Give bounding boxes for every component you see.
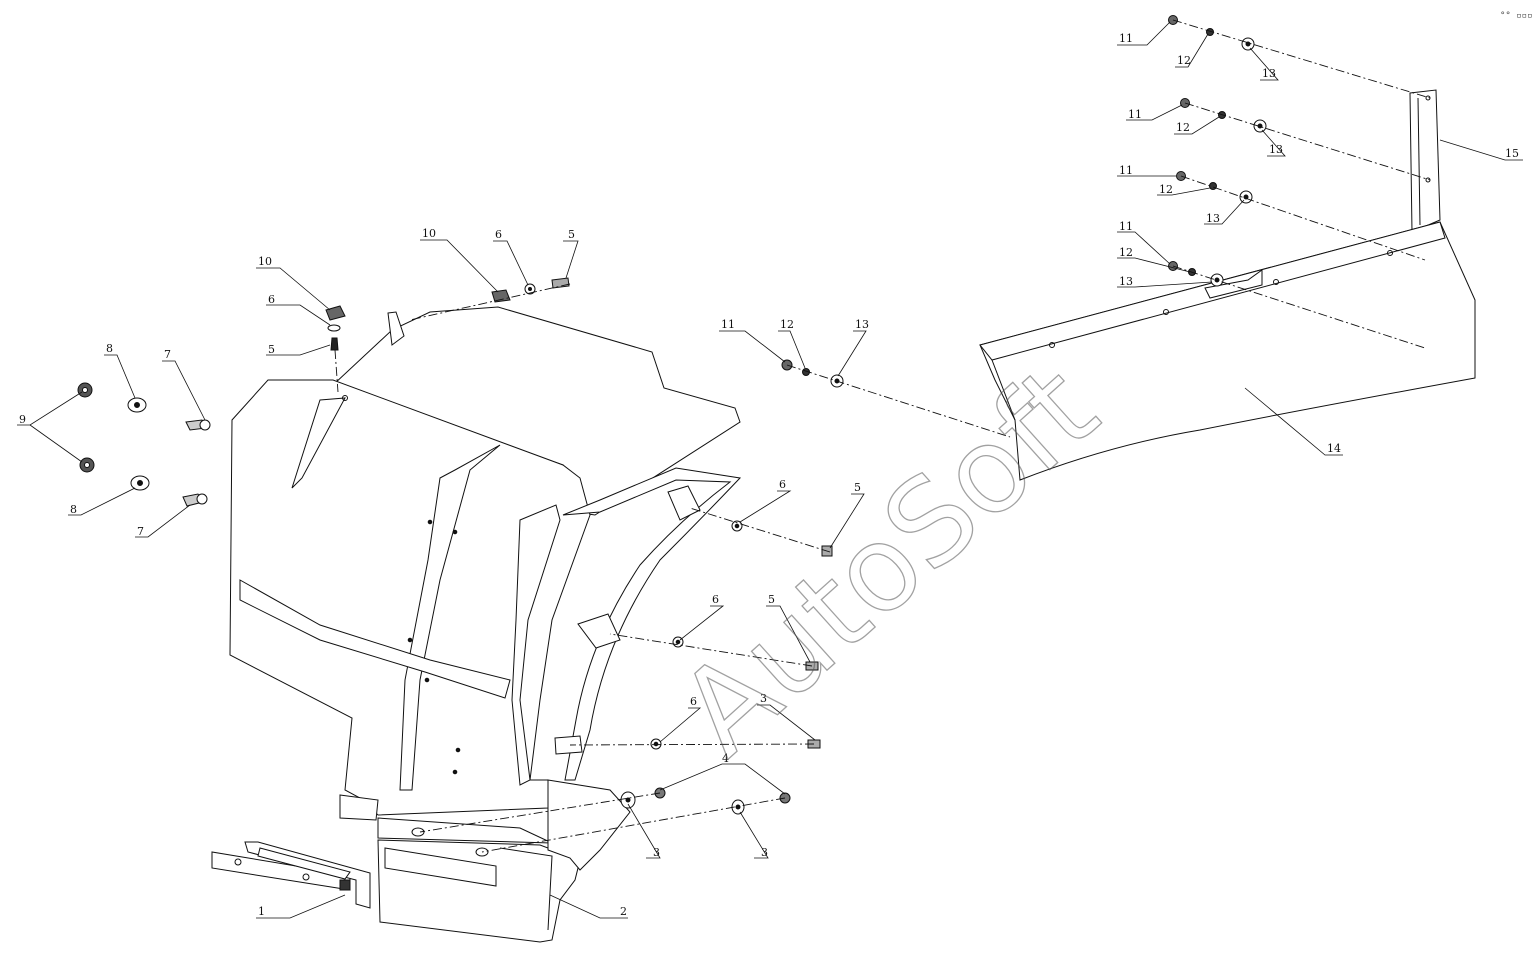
callout-label-c8b: 8: [70, 503, 77, 516]
part-bracket: [211, 841, 371, 909]
callout-label-c11a: 11: [721, 318, 735, 331]
part-fender-main: [229, 306, 742, 871]
callout-label-c5c: 5: [854, 481, 861, 494]
callout-label-c12e: 12: [1119, 246, 1133, 259]
callout-label-c10b: 10: [422, 227, 436, 240]
callout-label-c13d: 13: [1206, 212, 1220, 225]
callout-label-c3b: 3: [761, 846, 768, 859]
callout-label-c11e: 11: [1119, 220, 1133, 233]
callout-label-c12a: 12: [780, 318, 794, 331]
callout-label-c6d: 6: [712, 593, 719, 606]
callout-label-c3a: 3: [653, 846, 660, 859]
callout-label-c5d: 5: [768, 593, 775, 606]
callout-label-c7b: 7: [137, 525, 144, 538]
callout-label-c15: 15: [1505, 147, 1519, 160]
callout-label-c13a: 13: [855, 318, 869, 331]
callout-label-c6c: 6: [779, 478, 786, 491]
callout-label-c8a: 8: [106, 342, 113, 355]
callout-label-c11d: 11: [1119, 164, 1133, 177]
callout-label-c12d: 12: [1159, 183, 1173, 196]
callout-label-c14: 14: [1327, 442, 1341, 455]
callout-label-c7a: 7: [164, 348, 171, 361]
callout-label-c3c: 3: [760, 692, 767, 705]
callout-label-c13c: 13: [1269, 143, 1283, 156]
callout-label-c13b: 13: [1262, 67, 1276, 80]
callout-label-c5b: 5: [568, 228, 575, 241]
callout-label-c9: 9: [19, 413, 26, 426]
callout-label-c11b: 11: [1119, 32, 1133, 45]
callout-label-c2: 2: [620, 905, 627, 918]
part-vertical-bracket: [1409, 89, 1441, 233]
leader-lines: [17, 21, 1523, 919]
part-side-skirt: [979, 221, 1476, 481]
callout-label-c5a: 5: [268, 343, 275, 356]
callout-label-c12c: 12: [1176, 121, 1190, 134]
callout-label-c12b: 12: [1177, 54, 1191, 67]
callout-label-c4: 4: [722, 752, 729, 765]
callout-label-c1: 1: [258, 905, 265, 918]
assembly-lines: [334, 19, 1431, 853]
corner-mark: °° ▫▫▫: [1500, 11, 1532, 21]
callout-label-c6e: 6: [690, 695, 697, 708]
callout-label-c6a: 6: [268, 293, 275, 306]
callout-label-c6b: 6: [495, 228, 502, 241]
part-mudguard-lower: [377, 817, 581, 943]
callout-label-c13e: 13: [1119, 275, 1133, 288]
callout-label-c10a: 10: [258, 255, 272, 268]
callout-label-c11c: 11: [1128, 108, 1142, 121]
